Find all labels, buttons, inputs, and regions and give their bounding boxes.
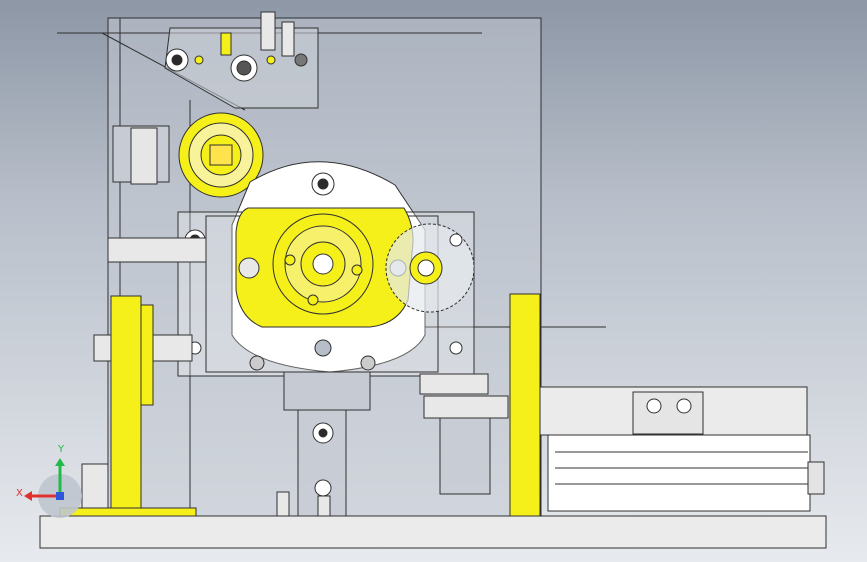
top-screw-1 (260, 11, 276, 51)
triad-y-label: Y (57, 444, 65, 455)
cylinder-body (547, 434, 811, 512)
housing-lower-right-bolt (360, 355, 376, 371)
yellow-support-left (110, 295, 142, 517)
hub-bore (312, 253, 334, 275)
hub-bottom-bolt (314, 339, 332, 357)
left-screw-upper (107, 237, 207, 263)
yellow-roller-socket (209, 144, 233, 166)
yellow-support-right (509, 293, 541, 517)
small-yellow-dot-2 (266, 55, 276, 65)
top-yellow-pin (220, 32, 232, 56)
yellow-support-left-tab (140, 304, 154, 406)
hub-screw-1 (284, 254, 296, 266)
right-screw-upper (419, 373, 489, 395)
triad-y-arrow (55, 458, 65, 466)
triad-x-label: X (16, 488, 23, 499)
small-bolt-right (294, 53, 308, 67)
cam-plate-bolt-left (238, 257, 260, 279)
bottom-left-stud (81, 463, 109, 509)
housing-top-bolt-socket (317, 178, 329, 190)
cylinder-clamp-screw-2 (676, 398, 692, 414)
right-lower-block (439, 417, 491, 495)
triad-z-axis (56, 492, 64, 500)
small-yellow-dot-1 (194, 55, 204, 65)
frame-bolt-top-right (449, 233, 463, 247)
housing-lower-left-bolt (249, 355, 265, 371)
center-column-bolt-socket (318, 428, 328, 438)
hub-screw-2 (351, 264, 363, 276)
hex-bolt-top-socket (171, 54, 183, 66)
base-plate (39, 515, 827, 549)
gear-bearing-inner (417, 259, 435, 277)
left-block-screw (130, 127, 158, 185)
hub-screw-3 (307, 294, 319, 306)
top-screw-2 (281, 21, 295, 57)
bearing-top-inner (236, 60, 252, 76)
cylinder-clamp-screw-1 (646, 398, 662, 414)
cylinder-end-cap (807, 461, 825, 495)
triad-x-arrow (24, 491, 32, 501)
cylinder-clamp (632, 391, 704, 435)
frame-bolt-bottom-right (449, 341, 463, 355)
motor-mount (283, 371, 371, 411)
